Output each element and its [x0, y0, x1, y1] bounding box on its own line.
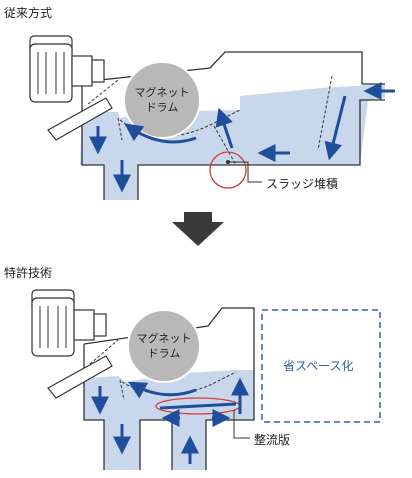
bottom-section-title: 特許技術	[4, 264, 52, 281]
drum-label-top-line2: ドラム	[146, 101, 179, 114]
drum-label-top-line1: マグネット	[135, 85, 190, 99]
space-saving-label: 省スペース化	[283, 357, 354, 374]
flow-straightener-label: 整流版	[254, 431, 290, 448]
motor-bottom	[32, 290, 106, 356]
motor-top	[30, 36, 104, 102]
drum-label-bottom-line2: ドラム	[148, 347, 181, 360]
transition-arrow	[172, 212, 224, 246]
sludge-callout-label: スラッジ堆積	[266, 175, 338, 192]
conventional-machine: マグネット ドラム	[30, 36, 395, 200]
top-section-title: 従来方式	[4, 4, 52, 21]
magnet-drum-bottom	[128, 310, 200, 382]
patented-machine: マグネット ドラム	[32, 290, 380, 470]
drum-label-bottom-line1: マグネット	[137, 331, 192, 345]
magnet-drum-top	[124, 62, 200, 138]
